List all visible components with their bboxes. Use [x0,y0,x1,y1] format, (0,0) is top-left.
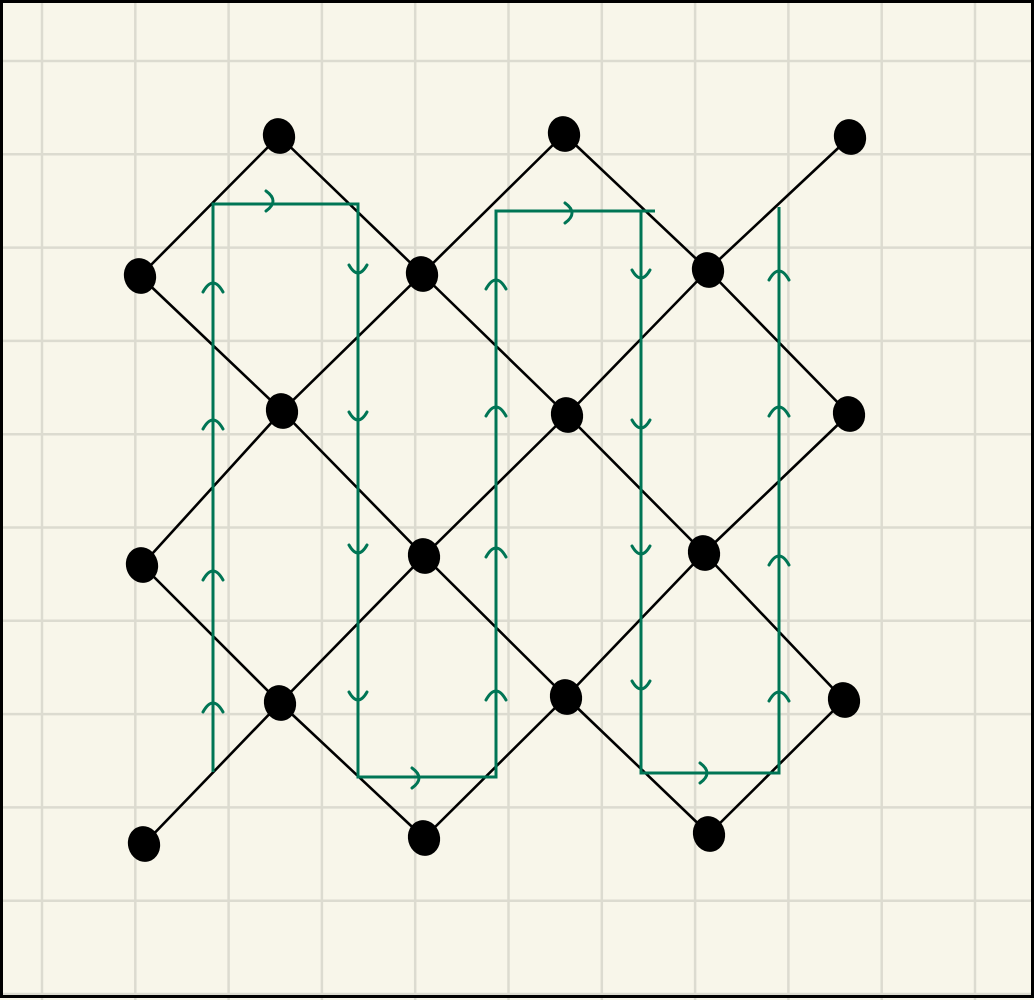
lattice-node [405,256,439,292]
direction-arrow-icon [347,263,369,275]
direction-arrow-icon [630,418,652,430]
lattice-edge [278,701,426,840]
lattice-edge [142,701,282,846]
direction-arrow-icon [264,189,275,213]
lattice-node [832,396,866,432]
lattice-node [127,826,161,862]
lattice-edge [702,412,851,555]
direction-arrow-icon [767,405,791,418]
lattice-edge [280,409,426,558]
lattice-edge [565,413,706,555]
direction-arrow-icon [698,761,709,785]
lattice-node [262,118,296,154]
lattice-edge [565,268,710,417]
direction-arrow-icon [484,405,508,418]
lattice-node [123,258,157,294]
lattice-edge [138,274,284,413]
lattice-node [687,535,721,571]
lattice-edge [278,554,426,705]
lattice-node [547,116,581,152]
lattice-edge [706,135,852,272]
lattice-edge [420,132,566,276]
lattice-node [407,820,441,856]
lattice-node [263,685,297,721]
lattice-edge [564,551,706,699]
lattice-nodes [123,116,867,862]
direction-arrow-icon [767,690,791,703]
direction-arrow-icon [484,278,508,291]
lattice-edge [702,551,846,702]
lattice-node [827,682,861,718]
direction-arrow-icon [767,269,791,282]
direction-arrow-icon [347,690,369,702]
lattice-node [265,393,299,429]
lattice-edge [140,563,282,705]
snake-path-line [211,202,781,779]
direction-arrow-icon [201,281,225,294]
lattice-edges [138,132,852,846]
lattice-edge [138,134,281,278]
direction-arrow-icon [563,201,574,225]
lattice-node [550,397,584,433]
lattice-edge [280,272,424,413]
lattice-node [125,547,159,583]
snake-path [201,189,791,790]
lattice-edge [707,698,846,836]
direction-arrow-icon [201,701,225,714]
direction-arrow-icon [484,689,508,702]
lattice-edge [564,695,711,836]
direction-arrow-icon [630,544,652,556]
direction-arrow-icon [410,766,421,790]
lattice-node [549,679,583,715]
lattice-node [833,119,867,155]
direction-arrow-icon [347,410,369,422]
direction-arrow-icon [347,543,369,555]
lattice-node [691,252,725,288]
lattice-node [692,816,726,852]
direction-arrow-icon [201,418,225,431]
direction-arrow-icon [630,268,652,280]
direction-arrow-icon [484,546,508,559]
lattice-node [407,538,441,574]
lattice-edge [562,132,710,272]
direction-arrow-icon [767,554,791,567]
direction-arrow-icon [201,569,225,582]
direction-arrow-icon [630,679,652,691]
